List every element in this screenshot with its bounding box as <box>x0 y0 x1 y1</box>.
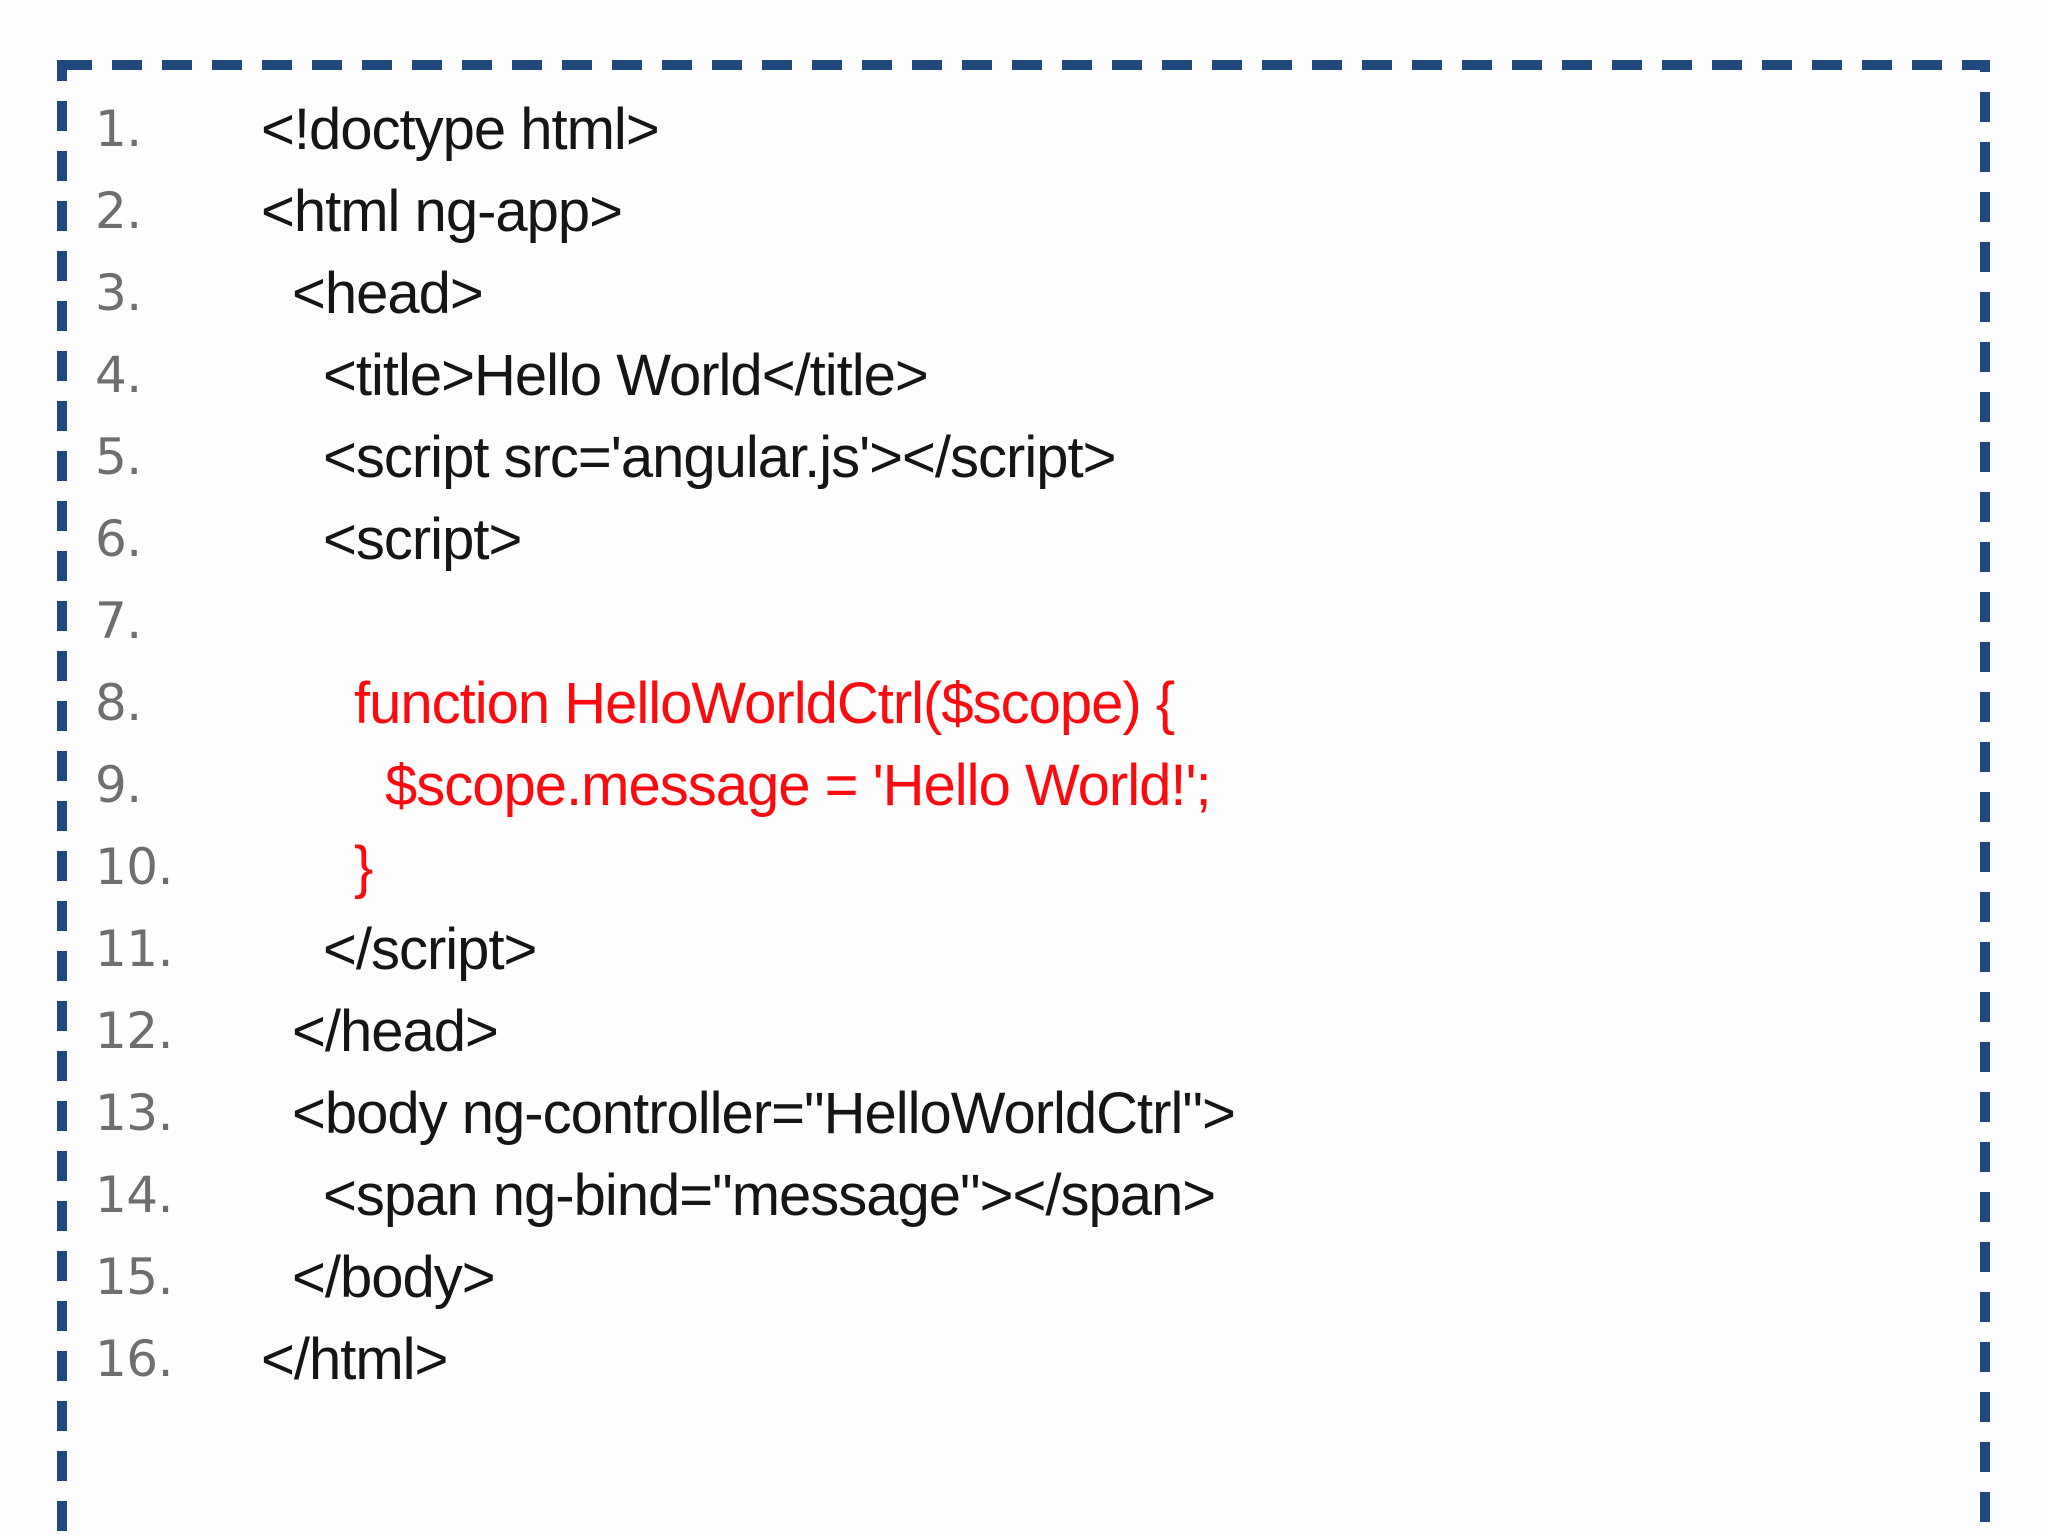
line-code: <body ng-controller="HelloWorldCtrl"> <box>292 1080 1236 1146</box>
line-number: 13. <box>95 1084 174 1142</box>
code-line: 11. </script> <box>95 908 1968 990</box>
line-code: </html> <box>261 1326 448 1392</box>
line-number: 8. <box>95 674 142 732</box>
line-code: <head> <box>292 260 484 326</box>
code-line: 5. <script src='angular.js'></script> <box>95 416 1968 498</box>
line-code: <!doctype html> <box>261 96 660 162</box>
code-line: 10. } <box>95 826 1968 908</box>
code-line: 9. $scope.message = 'Hello World!'; <box>95 744 1968 826</box>
code-line: 12. </head> <box>95 990 1968 1072</box>
code-line: 4. <title>Hello World</title> <box>95 334 1968 416</box>
line-code: function HelloWorldCtrl($scope) { <box>354 670 1175 736</box>
line-number: 3. <box>95 264 142 322</box>
line-code: $scope.message = 'Hello World!'; <box>385 752 1212 818</box>
line-number: 9. <box>95 756 142 814</box>
line-number: 12. <box>95 1002 174 1060</box>
line-number: 14. <box>95 1166 174 1224</box>
line-code: <span ng-bind="message"></span> <box>323 1162 1216 1228</box>
code-listing: 1. <!doctype html> 2. <html ng-app> 3. <… <box>95 88 1968 1400</box>
line-number: 10. <box>95 838 174 896</box>
line-number: 11. <box>95 920 174 978</box>
line-code: <script> <box>323 506 522 572</box>
code-line: 13. <body ng-controller="HelloWorldCtrl"… <box>95 1072 1968 1154</box>
line-number: 15. <box>95 1248 174 1306</box>
line-code: <title>Hello World</title> <box>323 342 929 408</box>
code-line: 2. <html ng-app> <box>95 170 1968 252</box>
line-number: 5. <box>95 428 142 486</box>
line-code: </head> <box>292 998 499 1064</box>
line-code: } <box>354 834 373 900</box>
line-number: 7. <box>95 592 142 650</box>
line-number: 2. <box>95 182 142 240</box>
code-line: 1. <!doctype html> <box>95 88 1968 170</box>
code-line: 14. <span ng-bind="message"></span> <box>95 1154 1968 1236</box>
line-code: </script> <box>323 916 537 982</box>
code-line: 3. <head> <box>95 252 1968 334</box>
line-number: 4. <box>95 346 142 404</box>
code-line: 16. </html> <box>95 1318 1968 1400</box>
code-line: 7. <box>95 580 1968 662</box>
line-code: </body> <box>292 1244 496 1310</box>
line-number: 1. <box>95 100 142 158</box>
code-line: 15. </body> <box>95 1236 1968 1318</box>
line-code: <html ng-app> <box>261 178 623 244</box>
code-line: 6. <script> <box>95 498 1968 580</box>
line-number: 16. <box>95 1330 174 1388</box>
line-number: 6. <box>95 510 142 568</box>
line-code: <script src='angular.js'></script> <box>323 424 1116 490</box>
code-line: 8. function HelloWorldCtrl($scope) { <box>95 662 1968 744</box>
